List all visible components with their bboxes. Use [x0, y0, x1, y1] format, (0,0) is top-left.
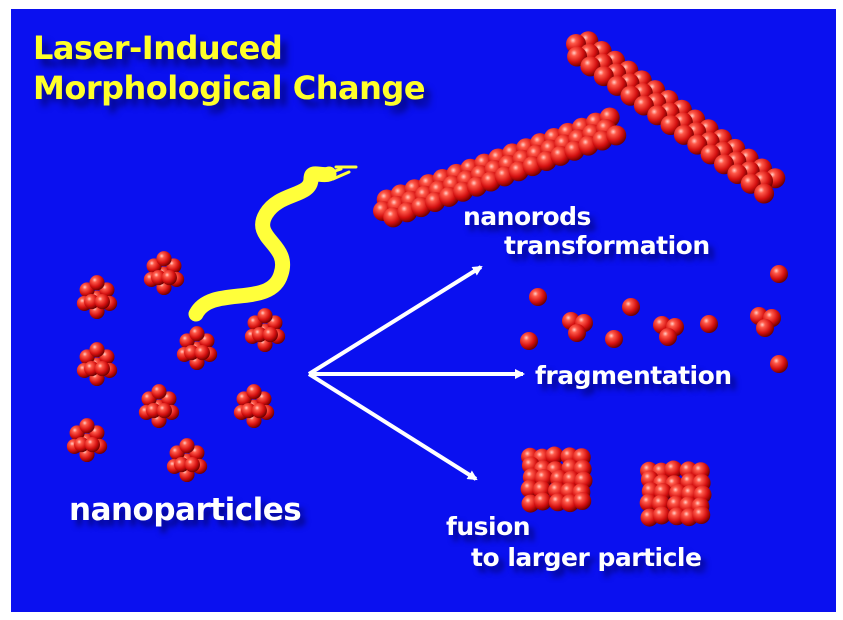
label-nanoparticles: nanoparticles [69, 492, 301, 528]
label-to-larger-particle: to larger particle [471, 543, 701, 572]
arrow-to-nanorods [309, 267, 481, 374]
fragment-particle [605, 330, 623, 348]
title-line-1: Laser-Induced [33, 29, 282, 67]
laser-beam-icon [196, 167, 356, 314]
label-fragmentation: fragmentation [535, 361, 732, 390]
title-line-2: Morphological Change [33, 69, 425, 107]
fused-particle-left [521, 447, 593, 513]
nanoparticle-cluster [177, 326, 217, 370]
label-transformation: transformation [504, 231, 710, 260]
fragment-cluster [750, 307, 781, 337]
label-nanorods: nanorods [463, 202, 591, 231]
fragment-particle [622, 298, 640, 316]
fragment-particle [700, 315, 718, 333]
nanoparticle-cluster [67, 418, 107, 462]
fragment-particle [520, 332, 538, 350]
reaction-arrows [309, 267, 523, 479]
diagram-slide: Laser-Induced Morphological Change nanor… [11, 9, 836, 612]
nanoparticle-cluster [167, 438, 207, 482]
nanoparticle-cluster [139, 384, 179, 428]
arrow-to-fusion [309, 374, 476, 479]
fragment-cluster [562, 312, 593, 342]
fragment-particle [770, 265, 788, 283]
nanoparticle-cluster [245, 308, 285, 352]
nanoparticle-cluster [77, 342, 117, 386]
nanoparticle-cluster [77, 275, 117, 319]
nanoparticle-cluster [234, 384, 274, 428]
label-fusion: fusion [446, 512, 530, 541]
fragment-particle [770, 355, 788, 373]
fragment-particle [529, 288, 547, 306]
fused-particle-right [640, 461, 712, 527]
nanoparticle-cluster [144, 251, 184, 295]
fragment-cluster [653, 316, 684, 346]
